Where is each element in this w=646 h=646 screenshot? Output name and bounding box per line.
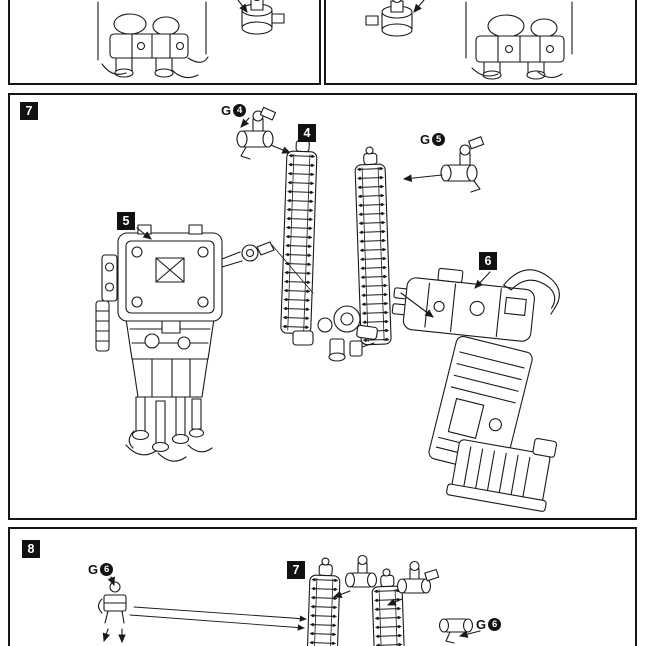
- step-7-badge: 7: [20, 102, 38, 120]
- substep-4-badge: 4: [298, 124, 316, 142]
- arrow-small-part-1: [332, 590, 351, 598]
- center-joint-drawing: [292, 305, 378, 362]
- part-6-assembly-drawing: [391, 267, 560, 512]
- part-4-tread-drawing: [280, 133, 318, 335]
- arrow-6-to-assembly: [474, 271, 491, 289]
- part-label-g4: G 4: [221, 103, 247, 118]
- step8-tread-right-drawing: [371, 568, 408, 646]
- g4-number-circle: 4: [233, 104, 247, 117]
- prev-right-assembly-drawing: [465, 1, 573, 80]
- arrow-5-to-assembly: [136, 227, 152, 240]
- arrow-g6-right-to-part: [458, 630, 481, 638]
- part-g6-left-drawing: [97, 581, 127, 624]
- panel-previous-step-right: [324, 0, 637, 85]
- step-7-illustration: [95, 106, 560, 512]
- g6-left-number-circle: 6: [100, 563, 114, 576]
- part-g4-drawing: [236, 106, 277, 160]
- g5-number-circle: 5: [432, 133, 446, 146]
- arrow-tread-to-assembly-6: [400, 292, 434, 318]
- arrow-g6-left-to-part: [107, 576, 115, 587]
- leader-arrow-to-tread-top: [133, 606, 307, 622]
- prev-left-assembly-drawing: [97, 1, 209, 79]
- panel-step-8: 8 7 G 6 G 6: [8, 527, 637, 646]
- part-g5-drawing: [440, 136, 485, 193]
- g4-prefix: G: [221, 103, 232, 118]
- part-5-assembly-drawing: [95, 224, 314, 462]
- part-label-g5: G 5: [420, 132, 446, 147]
- part-label-g6-left: G 6: [88, 562, 114, 577]
- tread-2-drawing: [354, 146, 392, 346]
- panel-step-7: 7 4 5 6 G 4 G 5: [8, 93, 637, 520]
- g6-left-prefix: G: [88, 562, 99, 577]
- previous-step-right-illustration: [365, 0, 573, 80]
- arrow-part-down-1: [102, 628, 111, 643]
- previous-step-left-illustration: [97, 0, 285, 79]
- prev-left-arrow: [237, 0, 248, 13]
- prev-right-arrow: [413, 0, 425, 13]
- g6-right-prefix: G: [476, 617, 487, 632]
- arrow-g5-to-tread: [402, 174, 443, 183]
- step8-small-part-2-drawing: [396, 560, 440, 594]
- arrow-part-to-tread-4: [270, 144, 292, 154]
- substep-6-badge: 6: [479, 252, 497, 270]
- step8-tread-left-drawing: [304, 557, 341, 646]
- panel-previous-step-left: [8, 0, 321, 85]
- arrow-g4-to-part: [240, 117, 250, 128]
- prev-left-part-drawing: [241, 0, 285, 35]
- g5-prefix: G: [420, 132, 431, 147]
- step-8-badge: 8: [22, 540, 40, 558]
- part-g6-right-drawing: [438, 618, 474, 644]
- substep-7-badge: 7: [287, 561, 305, 579]
- substep-5-badge: 5: [117, 212, 135, 230]
- step8-small-part-1-drawing: [344, 554, 378, 588]
- g6-right-number-circle: 6: [488, 618, 502, 631]
- leader-arrow-to-tread-mid: [129, 614, 305, 631]
- prev-right-part-drawing: [365, 0, 413, 37]
- arrow-small-part-2: [386, 598, 403, 606]
- part-label-g6-right: G 6: [476, 617, 502, 632]
- step-8-illustration: [97, 554, 481, 646]
